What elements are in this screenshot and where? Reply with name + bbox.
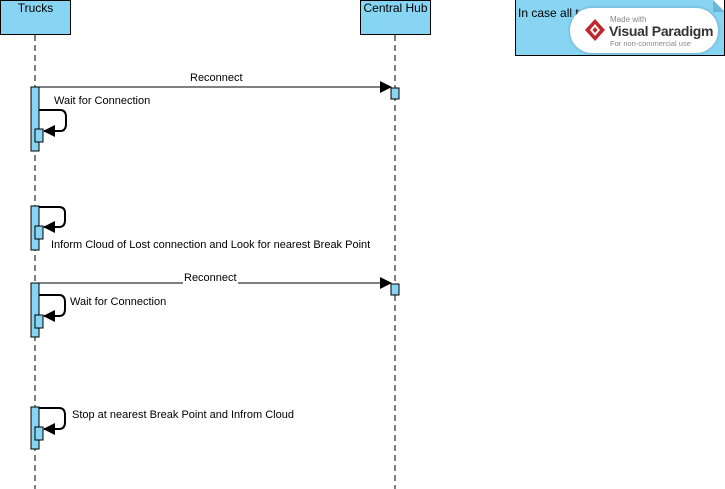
message-5-self-arrow — [39, 294, 66, 322]
note-fold-corner — [713, 0, 724, 12]
message-3-label[interactable]: Inform Cloud of Lost connection and Look… — [51, 239, 371, 251]
trucks-activation-4-nested — [34, 426, 44, 441]
watermark-brand: Visual Paradigm — [609, 23, 714, 39]
central-hub-lifeline-head[interactable]: Central Hub — [360, 0, 431, 35]
message-6-label[interactable]: Stop at nearest Break Point and Infrom C… — [72, 409, 294, 421]
trucks-activation-3 — [30, 282, 40, 338]
trucks-activation-1-nested — [34, 128, 44, 143]
message-1-label[interactable]: Reconnect — [190, 72, 243, 84]
message-4-label[interactable]: Reconnect — [183, 272, 238, 284]
hub-activation-2 — [390, 283, 400, 296]
trucks-activation-1 — [30, 86, 40, 152]
message-2-label[interactable]: Wait for Connection — [54, 95, 151, 107]
visual-paradigm-logo-icon — [585, 19, 605, 41]
watermark-subtitle: For non-commercial use — [610, 39, 691, 48]
message-5-label[interactable]: Wait for Connection — [70, 296, 167, 308]
message-3-self-arrow — [39, 206, 66, 233]
trucks-label: Trucks — [17, 1, 54, 15]
central-hub-label: Central Hub — [363, 1, 428, 15]
watermark-made-with: Made with — [610, 15, 647, 24]
trucks-lifeline-head[interactable]: Trucks — [0, 0, 71, 35]
message-6-self-arrow — [39, 407, 66, 435]
visual-paradigm-watermark: Made with Visual Paradigm For non-commer… — [570, 8, 718, 53]
trucks-activation-2-nested — [34, 225, 44, 240]
message-2-self-arrow — [39, 109, 67, 137]
hub-activation-1 — [390, 87, 400, 100]
trucks-activation-3-nested — [34, 314, 44, 329]
